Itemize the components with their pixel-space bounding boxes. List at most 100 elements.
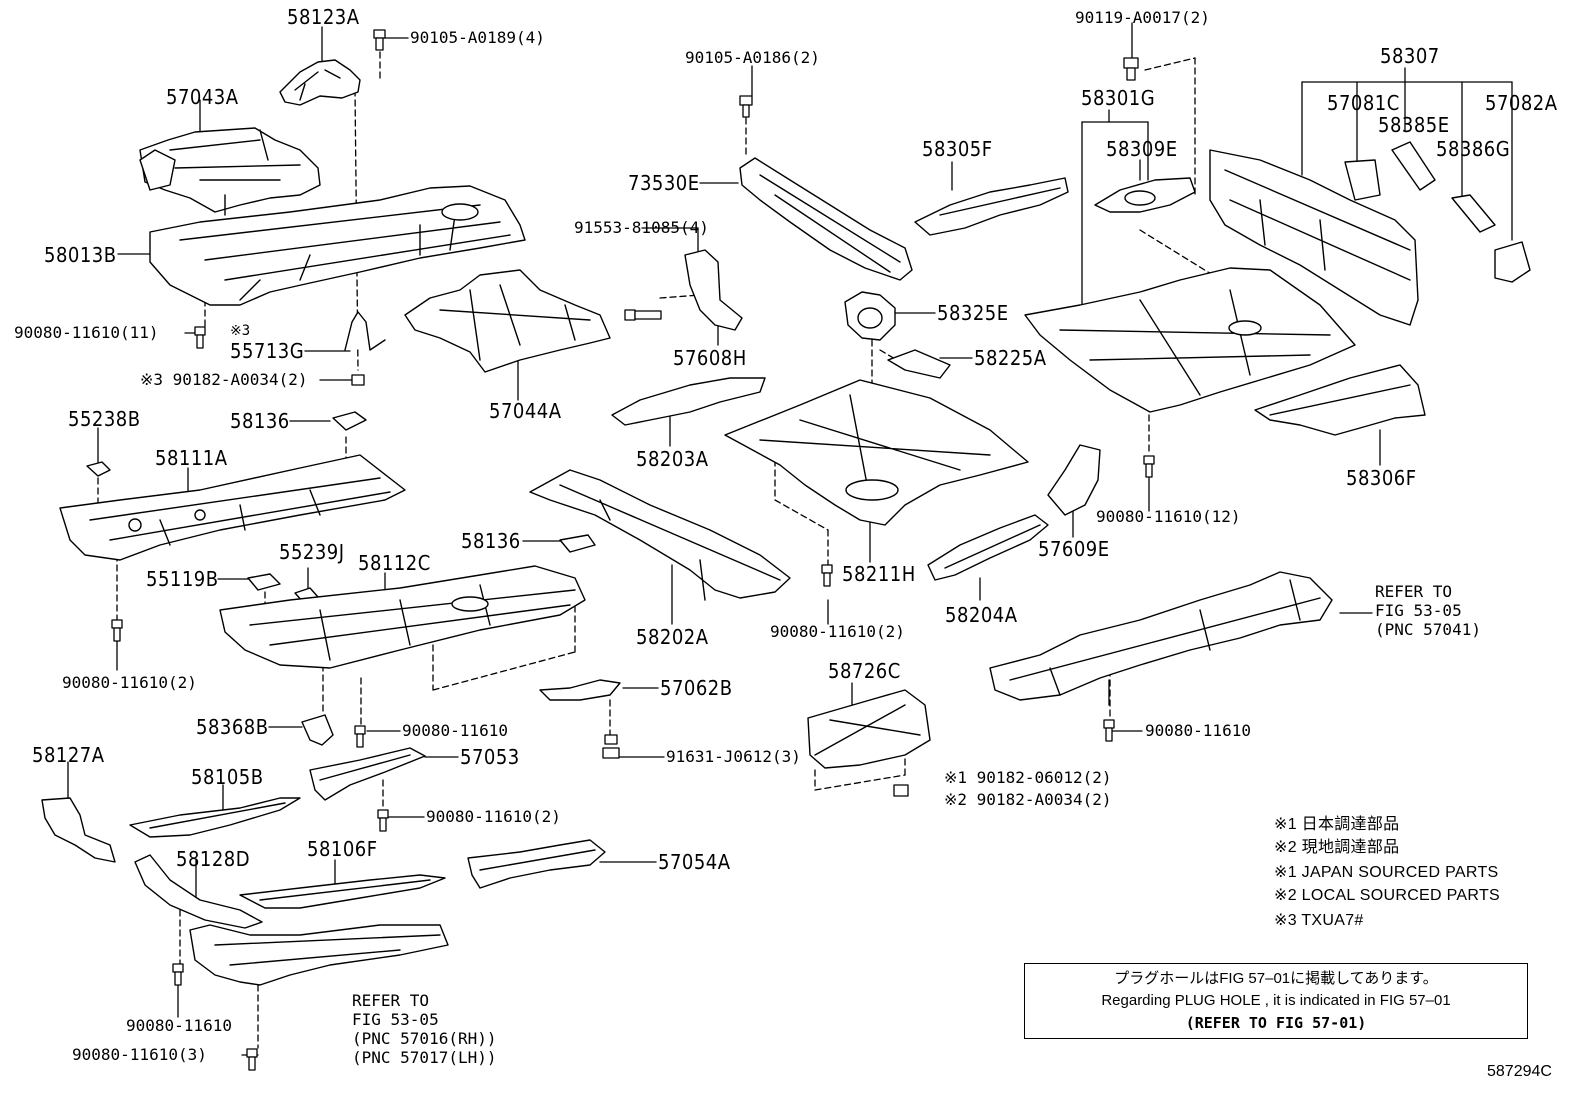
part-58211h — [724, 379, 1029, 526]
part-58309e — [1094, 177, 1196, 213]
callout-57609e: 57609E — [1038, 537, 1110, 561]
callout-57053: 57053 — [460, 745, 520, 769]
callout-58106f: 58106F — [307, 837, 378, 861]
callout-58013b: 58013B — [44, 243, 117, 267]
part-57054a — [467, 839, 606, 889]
callout-90080-11610-3: 90080-11610(3) — [72, 1045, 207, 1064]
part-57082a — [1494, 241, 1531, 283]
callout-58211h: 58211H — [842, 562, 916, 586]
callout-55713g: 55713G — [230, 339, 305, 363]
callout-57044a: 57044A — [489, 399, 562, 423]
part-57609e — [1047, 444, 1101, 516]
part-58203a — [611, 377, 766, 426]
callout-57608h: 57608H — [673, 346, 747, 370]
callout-55119b: 55119B — [146, 567, 219, 591]
bolt-icon — [1103, 719, 1115, 742]
nut-icon — [351, 374, 365, 386]
callout-90080-11610-2a: 90080-11610(2) — [62, 673, 197, 692]
callout-91553-81085: 91553-81085(4) — [574, 218, 709, 237]
callout-58127a: 58127A — [32, 743, 105, 767]
callout-58136-a: 58136 — [230, 409, 290, 433]
callout-58307: 58307 — [1380, 44, 1440, 68]
callout-58202a: 58202A — [636, 625, 709, 649]
callout-90105-a0186: 90105-A0186(2) — [685, 48, 820, 67]
callout-90105-a0189: 90105-A0189(4) — [410, 28, 545, 47]
callout-58203a: 58203A — [636, 447, 709, 471]
bolt-icon — [354, 725, 366, 748]
part-58112c — [219, 565, 586, 669]
part-58013b — [149, 185, 526, 306]
part-57608h — [684, 249, 743, 331]
reference-right-line3: (PNC 57041) — [1375, 620, 1481, 639]
part-58306f — [1254, 364, 1426, 436]
callout-57062b: 57062B — [660, 676, 733, 700]
part-57044a — [404, 269, 611, 373]
nut-icon — [893, 784, 909, 797]
fasteners — [111, 29, 1155, 1071]
reference-left-line3: (PNC 57016(RH)) — [352, 1029, 497, 1048]
callout-58105b: 58105B — [191, 765, 264, 789]
bolt-icon — [1143, 455, 1155, 478]
bolt-icon — [624, 309, 662, 321]
callout-58385e: 58385E — [1378, 113, 1450, 137]
part-rocker-left — [189, 924, 449, 986]
reference-left-line2: FIG 53-05 — [352, 1010, 439, 1029]
bolt-icon — [246, 1048, 258, 1071]
part-58136-a — [332, 411, 367, 431]
callout-90080-11610-2b: 90080-11610(2) — [426, 807, 561, 826]
part-58106f — [239, 874, 446, 909]
reference-left-line1: REFER TO — [352, 991, 430, 1010]
callout-58306f: 58306F — [1346, 466, 1417, 490]
callout-90080-11610-a: 90080-11610 — [402, 721, 508, 740]
note-japan-en: ※1 JAPAN SOURCED PARTS — [1274, 864, 1499, 881]
part-73530e — [739, 157, 913, 281]
part-58225a — [887, 349, 951, 379]
callout-90080-11610-2c: 90080-11610(2) — [770, 622, 905, 641]
callout-58136-b: 58136 — [461, 529, 521, 553]
reference-left-line4: (PNC 57017(LH)) — [352, 1048, 497, 1067]
bolt-icon — [602, 734, 620, 759]
part-58301g — [1024, 267, 1356, 413]
part-58325e — [844, 291, 896, 341]
part-58127a — [41, 797, 116, 863]
callout-55239j: 55239J — [279, 540, 345, 564]
note-local-en: ※2 LOCAL SOURCED PARTS — [1274, 887, 1500, 904]
bolt-icon — [739, 95, 753, 118]
callout-58111a: 58111A — [155, 446, 228, 470]
leader-lines — [67, 22, 1513, 1056]
callout-90080-11610-b: 90080-11610 — [126, 1016, 232, 1035]
callout-90080-11610-11: 90080-11610(11) — [14, 323, 159, 342]
part-58368b — [301, 714, 334, 746]
callout-58386g: 58386G — [1436, 137, 1511, 161]
callout-90182-a0034-a: ※3 90182-A0034(2) — [140, 370, 308, 389]
bolt-icon — [821, 564, 833, 587]
callout-58112c: 58112C — [358, 551, 431, 575]
bolt-icon — [111, 619, 123, 642]
callout-55713g-mark: ※3 — [230, 323, 251, 339]
part-57043a — [139, 127, 321, 216]
reference-right-line2: FIG 53-05 — [1375, 601, 1462, 620]
bolt-icon — [373, 29, 386, 51]
plug-hole-line-en: Regarding PLUG HOLE , it is indicated in… — [1101, 992, 1451, 1009]
reference-right-line1: REFER TO — [1375, 582, 1453, 601]
part-57081c — [1344, 159, 1381, 201]
plug-hole-line-jp: プラグホールはFIG 57–01に掲載してあります。 — [1114, 970, 1438, 987]
callout-58128d: 58128D — [176, 847, 251, 871]
callout-57043a: 57043A — [166, 85, 239, 109]
parts — [41, 59, 1531, 986]
bolt-icon — [172, 963, 184, 986]
callout-90182-06012: ※1 90182-06012(2) — [944, 768, 1112, 787]
part-58123a — [279, 59, 361, 106]
part-55119b — [247, 573, 281, 591]
callout-58301g: 58301G — [1081, 86, 1156, 110]
part-58386g — [1451, 194, 1496, 233]
part-58726c — [807, 689, 931, 769]
part-side-member-right — [989, 571, 1333, 701]
bolt-icon — [1123, 57, 1139, 81]
part-58128d — [134, 854, 263, 929]
callout-58204a: 58204A — [945, 603, 1018, 627]
callout-57054a: 57054A — [658, 850, 731, 874]
part-55238b — [86, 461, 111, 477]
callout-58726c: 58726C — [828, 659, 901, 683]
note-japan-jp: ※1 日本調達部品 — [1274, 816, 1400, 833]
